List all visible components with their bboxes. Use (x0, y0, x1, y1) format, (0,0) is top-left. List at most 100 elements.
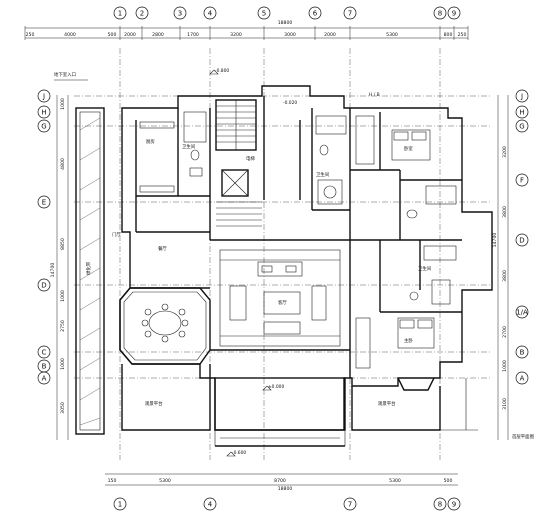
top-axis-bubble: 4 (203, 6, 217, 20)
top-dimension-value: 2000 (324, 32, 336, 38)
top-dimension-value: 800 (444, 32, 453, 38)
right-dimension-value: 3800 (502, 270, 508, 282)
left-dimension-value: 4800 (60, 158, 66, 170)
bottom-axis-bubble: 8 (433, 497, 447, 511)
bottom-axis-bubble: 4 (203, 497, 217, 511)
bottom-axis-bubble: 1 (113, 497, 127, 511)
right-dimension-chain: 3200 3800 3800 2700 1000 3100 14700 (492, 95, 509, 440)
right-axis-bubble: B (515, 345, 529, 359)
bath-fixtures-left (183, 111, 207, 177)
elevation-marks: -0.800 ±0.000 -0.600 -0.020 (209, 68, 297, 457)
bed-label-top: 卧室 (404, 145, 413, 152)
bottom-dimension-value: 5300 (159, 478, 171, 484)
elevation-center: ±0.000 (268, 384, 284, 390)
left-dimension-value: 1000 (60, 98, 66, 110)
bath-fixtures-center (315, 115, 347, 205)
left-axis-bubble: H (37, 105, 51, 119)
top-dimension-value: 3000 (284, 32, 296, 38)
bay-window-right (397, 377, 435, 391)
left-axis-label: G (41, 122, 46, 130)
top-total-dimension: 18800 (278, 20, 293, 26)
top-axis-label: 6 (313, 9, 318, 17)
bottom-dimension-value: 8700 (274, 478, 286, 484)
right-dimension-value: 3800 (502, 206, 508, 218)
top-axis-bubble: 3 (173, 6, 187, 20)
elevation-bottom: -0.600 (232, 450, 246, 456)
left-axis-bubble: C (37, 345, 51, 359)
right-axis-bubble: A (515, 371, 529, 385)
master-bed-label: 主卧 (404, 337, 413, 344)
bottom-axis-bubble: 9 (447, 497, 461, 511)
master-bed-furniture (355, 317, 435, 369)
top-axis-bubble: 7 (343, 6, 357, 20)
right-dimension-value: 1000 (502, 360, 508, 372)
left-total-dimension: 14700 (50, 263, 56, 278)
right-axis-label: B (520, 348, 525, 356)
dining-label: 餐厅 (158, 245, 167, 252)
elevator-label: 电梯 (246, 155, 255, 162)
right-total-dimension: 14700 (492, 233, 498, 248)
left-axis-bubble: E (37, 195, 51, 209)
bottom-axis-label: 9 (452, 500, 456, 508)
top-axis-label: 9 (452, 9, 456, 17)
stair-core (215, 99, 257, 151)
left-axis-bubbles: JHG E D CBA (37, 89, 51, 385)
right-dimension-value: 3100 (502, 398, 508, 410)
bottom-axis-label: 4 (208, 500, 213, 508)
top-axis-label: 3 (178, 9, 182, 17)
top-axis-label: 2 (140, 9, 144, 17)
left-axis-bubble: D (37, 278, 51, 292)
left-axis-label: H (41, 108, 46, 116)
top-dimension-value: 250 (26, 32, 35, 38)
elevator-shaft (221, 169, 249, 197)
right-axis-label: F (520, 176, 524, 184)
bath-fixtures-right (406, 185, 457, 305)
living-room-label: 客厅 (278, 299, 287, 306)
right-axis-bubble: J (515, 89, 529, 103)
top-dimension-value: 500 (108, 32, 117, 38)
top-dimension-value: 5300 (386, 32, 398, 38)
bath-label-left: 卫生间 (182, 143, 195, 150)
left-axis-label: D (41, 281, 46, 289)
left-axis-bubble: J (37, 89, 51, 103)
top-axis-label: 4 (208, 9, 213, 17)
elevation-corridor: -0.020 (283, 100, 297, 106)
right-dimension-value: 2700 (502, 326, 508, 338)
right-axis-label: J (520, 92, 523, 100)
right-axis-bubble: F (515, 173, 529, 187)
terrace-left-label: 观景平台 (145, 400, 163, 407)
right-axis-label: G (519, 122, 524, 130)
left-axis-label: B (42, 362, 47, 370)
top-axis-label: 7 (348, 9, 352, 17)
bottom-dimension-value: 150 (108, 478, 117, 484)
right-axis-label: 1/A (516, 308, 528, 316)
garden-strip (75, 107, 105, 435)
basement-entrance-label: 地下室入口 (54, 71, 76, 78)
terrace-right-label: 观景平台 (378, 400, 396, 407)
left-axis-label: C (42, 348, 47, 356)
top-dimension-value: 2800 (152, 32, 164, 38)
top-dimension-value: 4000 (64, 32, 76, 38)
top-axis-label: 1 (118, 9, 122, 17)
kitchen-label: 厨房 (146, 138, 155, 145)
entrance-steps (214, 377, 346, 447)
living-room-furniture (219, 249, 341, 347)
drawing-title: 首层平面图 (512, 433, 535, 440)
terraces (121, 364, 478, 431)
left-axis-label: J (42, 92, 45, 100)
right-dimension-value: 3200 (502, 146, 508, 158)
right-axis-bubble: 1/A (515, 305, 529, 319)
left-axis-bubble: A (37, 371, 51, 385)
top-axis-bubble: 8 (433, 6, 447, 20)
bottom-dimension-value: 5300 (389, 478, 401, 484)
top-dimension-value: 1700 (187, 32, 199, 38)
top-axis-bubble: 2 (135, 6, 149, 20)
left-dimension-value: 2750 (60, 320, 66, 332)
